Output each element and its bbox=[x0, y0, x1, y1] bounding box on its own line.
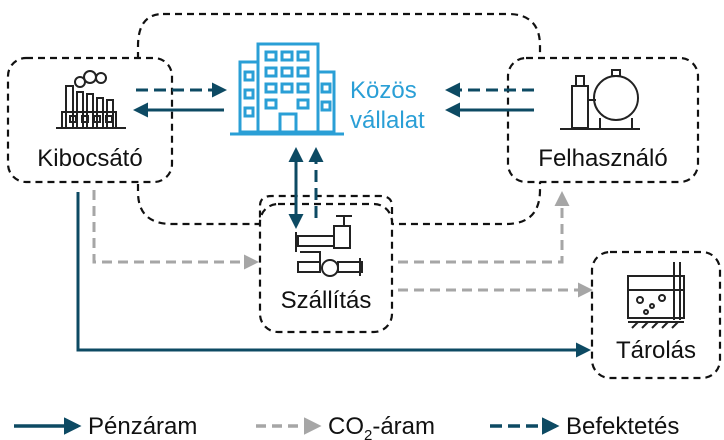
legend-cash-flow-label: Pénzáram bbox=[88, 413, 197, 440]
legend-co2-suffix: -áram bbox=[372, 413, 435, 440]
transport-box bbox=[258, 202, 394, 334]
storage-label: Tárolás bbox=[616, 337, 696, 364]
pipeline-valve-icon bbox=[295, 215, 363, 277]
joint-company-label-line1: Közös bbox=[350, 77, 417, 104]
legend-co2-flow-label: CO2-áram bbox=[328, 413, 435, 440]
office-building-icon bbox=[230, 42, 344, 136]
emitter-box bbox=[6, 56, 174, 184]
user-box bbox=[506, 56, 700, 184]
factory-icon bbox=[56, 70, 126, 129]
legend-co2-subscript: 2 bbox=[364, 427, 372, 440]
underground-storage-icon bbox=[627, 262, 685, 329]
legend-investment-label: Befektetés bbox=[566, 413, 679, 440]
cash-flow-emitter-to-storage bbox=[76, 192, 591, 358]
refinery-icon bbox=[560, 69, 640, 130]
transport-label: Szállítás bbox=[281, 287, 372, 314]
emitter-label: Kibocsátó bbox=[37, 145, 142, 172]
joint-company-boundary bbox=[136, 12, 542, 226]
joint-company-label-line2: vállalat bbox=[350, 107, 425, 134]
legend-co2-prefix: CO bbox=[328, 413, 364, 440]
co2-flow-emitter-to-transport bbox=[92, 190, 259, 270]
co2-flow-transport-to-user bbox=[398, 191, 570, 264]
user-label: Felhasználó bbox=[538, 145, 667, 172]
legend: Pénzáram CO2-áram Befektetés bbox=[14, 413, 679, 440]
storage-box bbox=[590, 250, 722, 380]
